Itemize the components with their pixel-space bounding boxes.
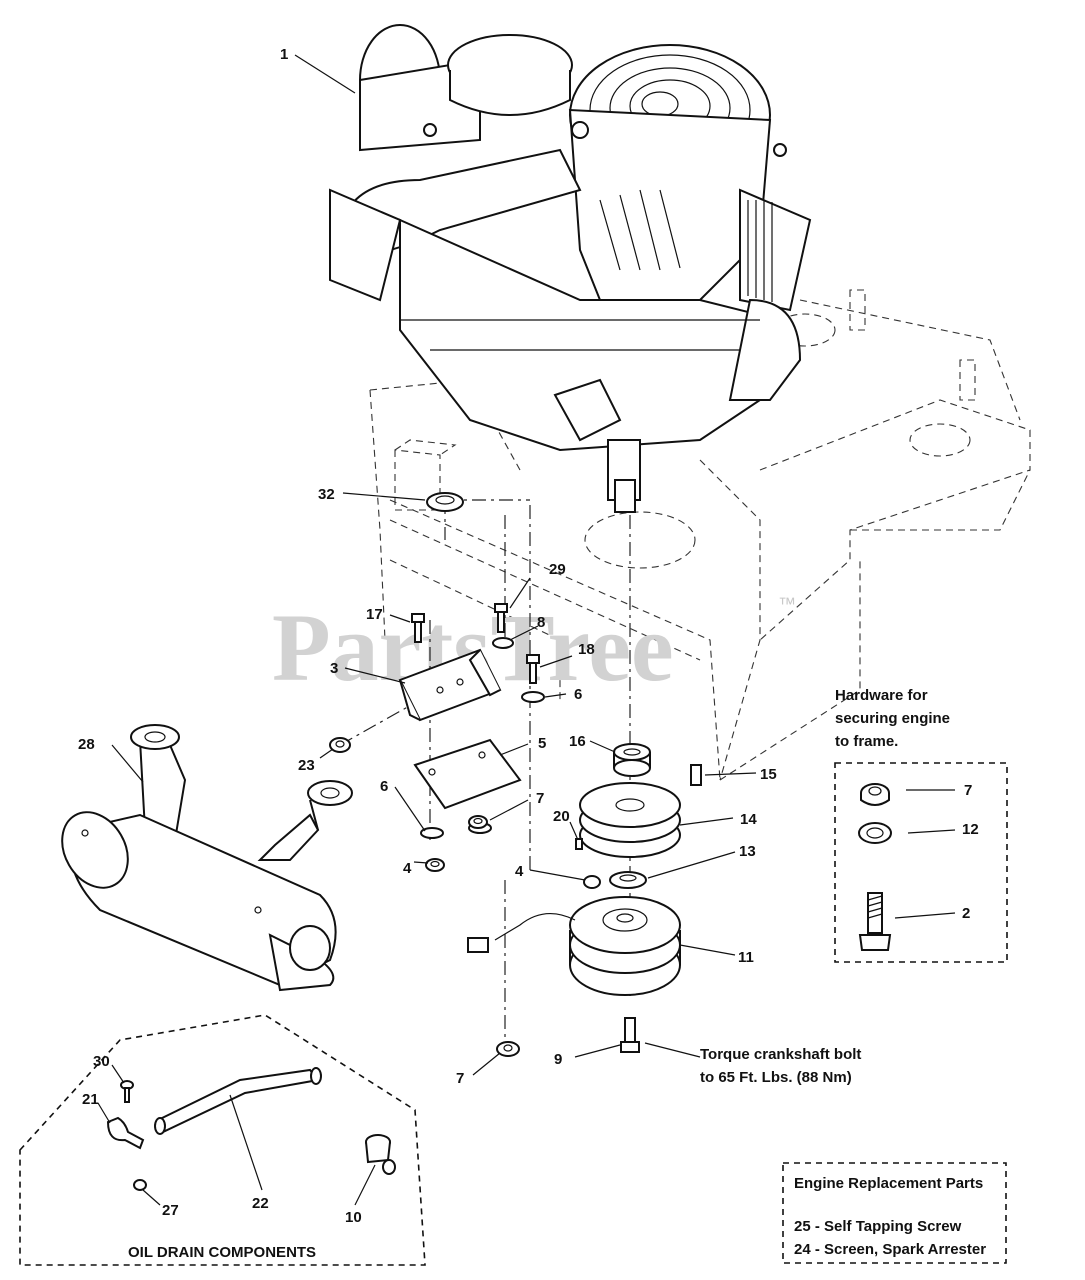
torque-note: Torque crankshaft bolt to 65 Ft. Lbs. (8… — [700, 1046, 861, 1086]
hardware-note: Hardware for securing engine to frame. — [835, 687, 950, 750]
callout-32: 32 — [318, 486, 335, 503]
engine-assembly — [329, 24, 812, 513]
callout-10: 10 — [345, 1209, 362, 1226]
callout-27: 27 — [162, 1202, 179, 1219]
callout-14: 14 — [740, 811, 757, 828]
callout-13: 13 — [739, 843, 756, 860]
washer-8 — [492, 637, 514, 649]
replacement-part-item: 25 - Self Tapping Screw — [794, 1218, 962, 1235]
hardware-box — [834, 762, 1008, 963]
svg-text:Torque crankshaft bolt: Torque crankshaft bolt — [700, 1046, 861, 1063]
callout-7-middle: 7 — [536, 790, 544, 807]
callout-12: 12 — [962, 821, 979, 838]
lock-washer-12 — [858, 822, 892, 844]
washer-6-lower — [420, 827, 444, 839]
callout-6-upper: 6 — [574, 686, 582, 703]
callout-16: 16 — [569, 733, 586, 750]
washer-6-upper — [521, 691, 545, 703]
leader-lines — [97, 54, 956, 1206]
watermark-tm: ™ — [778, 594, 796, 614]
svg-text:to frame.: to frame. — [835, 733, 898, 750]
oil-drain-box — [19, 1014, 426, 1266]
callout-29: 29 — [549, 561, 566, 578]
screw-30 — [120, 1080, 134, 1103]
callout-labels: 1 2 3 4 4 5 6 6 7 7 7 8 9 10 11 12 13 14… — [78, 46, 979, 1226]
replacement-parts-list: Engine Replacement Parts 25 - Self Tappi… — [794, 1175, 986, 1258]
nut-7-hardware — [860, 783, 890, 806]
callout-3: 3 — [330, 660, 338, 677]
plate-5 — [413, 738, 522, 810]
bolt-9 — [620, 1017, 640, 1053]
callout-2: 2 — [962, 905, 970, 922]
callout-8: 8 — [537, 614, 545, 631]
callout-1: 1 — [280, 46, 288, 63]
set-screw-20 — [575, 838, 583, 850]
washer-13 — [609, 871, 647, 889]
electric-clutch-11 — [467, 896, 681, 996]
callout-23: 23 — [298, 757, 315, 774]
callout-22: 22 — [252, 1195, 269, 1212]
nut-4-left — [425, 858, 445, 872]
replacement-part-item: 24 - Screen, Spark Arrester — [794, 1241, 986, 1258]
callout-9: 9 — [554, 1051, 562, 1068]
callout-28: 28 — [78, 736, 95, 753]
clamp-21 — [106, 1116, 145, 1150]
callout-20: 20 — [553, 808, 570, 825]
callout-18: 18 — [578, 641, 595, 658]
pulley-14 — [579, 782, 681, 858]
nut-23 — [329, 737, 351, 753]
callout-4-right: 4 — [515, 863, 524, 880]
callout-7-bottom: 7 — [456, 1070, 464, 1087]
callout-30: 30 — [93, 1053, 110, 1070]
nut-7-middle — [468, 815, 488, 829]
nut-4-right — [583, 875, 601, 889]
bolt-2 — [858, 892, 892, 951]
callout-17: 17 — [366, 606, 383, 623]
bolt-17 — [411, 613, 425, 643]
bolt-29 — [494, 603, 508, 633]
adapter-10 — [365, 1134, 396, 1175]
callout-5: 5 — [538, 735, 546, 752]
replacement-parts-box — [782, 1162, 1007, 1264]
svg-text:to 65 Ft. Lbs. (88 Nm): to 65 Ft. Lbs. (88 Nm) — [700, 1069, 852, 1086]
mower-frame — [369, 289, 1031, 781]
key-15 — [690, 764, 702, 786]
bolt-18 — [526, 654, 540, 684]
replacement-parts-title: Engine Replacement Parts — [794, 1175, 983, 1192]
callout-11: 11 — [738, 949, 754, 966]
nut-7-bottom — [496, 1041, 520, 1057]
spacer-16 — [613, 743, 651, 777]
grommet-32 — [426, 492, 464, 512]
callout-4-left: 4 — [403, 860, 412, 877]
drain-hose-22 — [154, 1067, 322, 1135]
muffler-28 — [61, 724, 353, 992]
nut-27 — [133, 1179, 147, 1191]
bracket-3 — [398, 648, 502, 722]
callout-15: 15 — [760, 766, 777, 783]
oil-drain-label: OIL DRAIN COMPONENTS — [128, 1244, 316, 1261]
callout-7-hardware: 7 — [964, 782, 972, 799]
svg-text:securing engine: securing engine — [835, 710, 950, 727]
callout-6-lower: 6 — [380, 778, 388, 795]
callout-21: 21 — [82, 1091, 99, 1108]
svg-text:Hardware for: Hardware for — [835, 687, 928, 704]
